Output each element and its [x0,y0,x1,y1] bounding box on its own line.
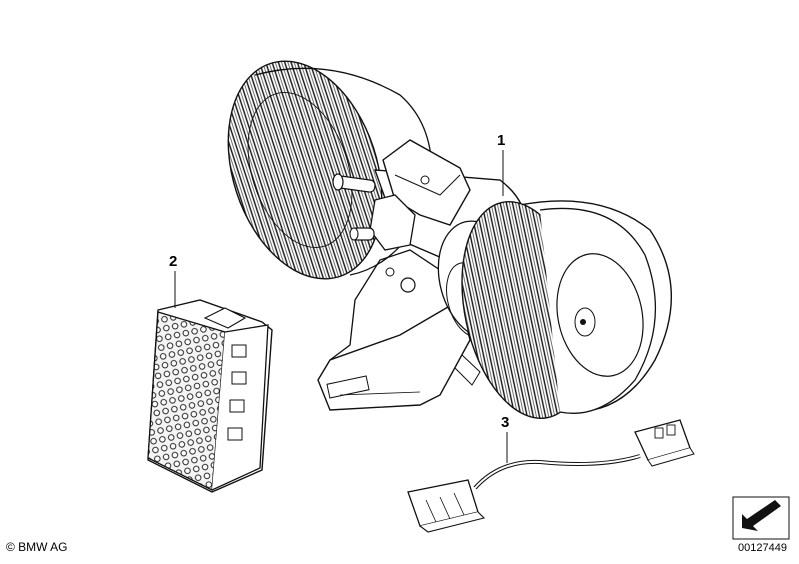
arrow-icon [742,500,781,531]
view-direction-symbol [732,496,790,540]
copyright-text: © BMW AG [6,540,68,554]
blower-motor-assembly [227,60,672,420]
wiring-harness [407,419,695,533]
callout-3-label: 3 [501,414,510,431]
resistor-heatsink-face [147,311,226,492]
callout-2-label: 2 [169,253,178,270]
callout-1-label: 1 [497,132,506,149]
blower-resistor [147,271,273,493]
diagram-number: 00127449 [738,542,787,554]
